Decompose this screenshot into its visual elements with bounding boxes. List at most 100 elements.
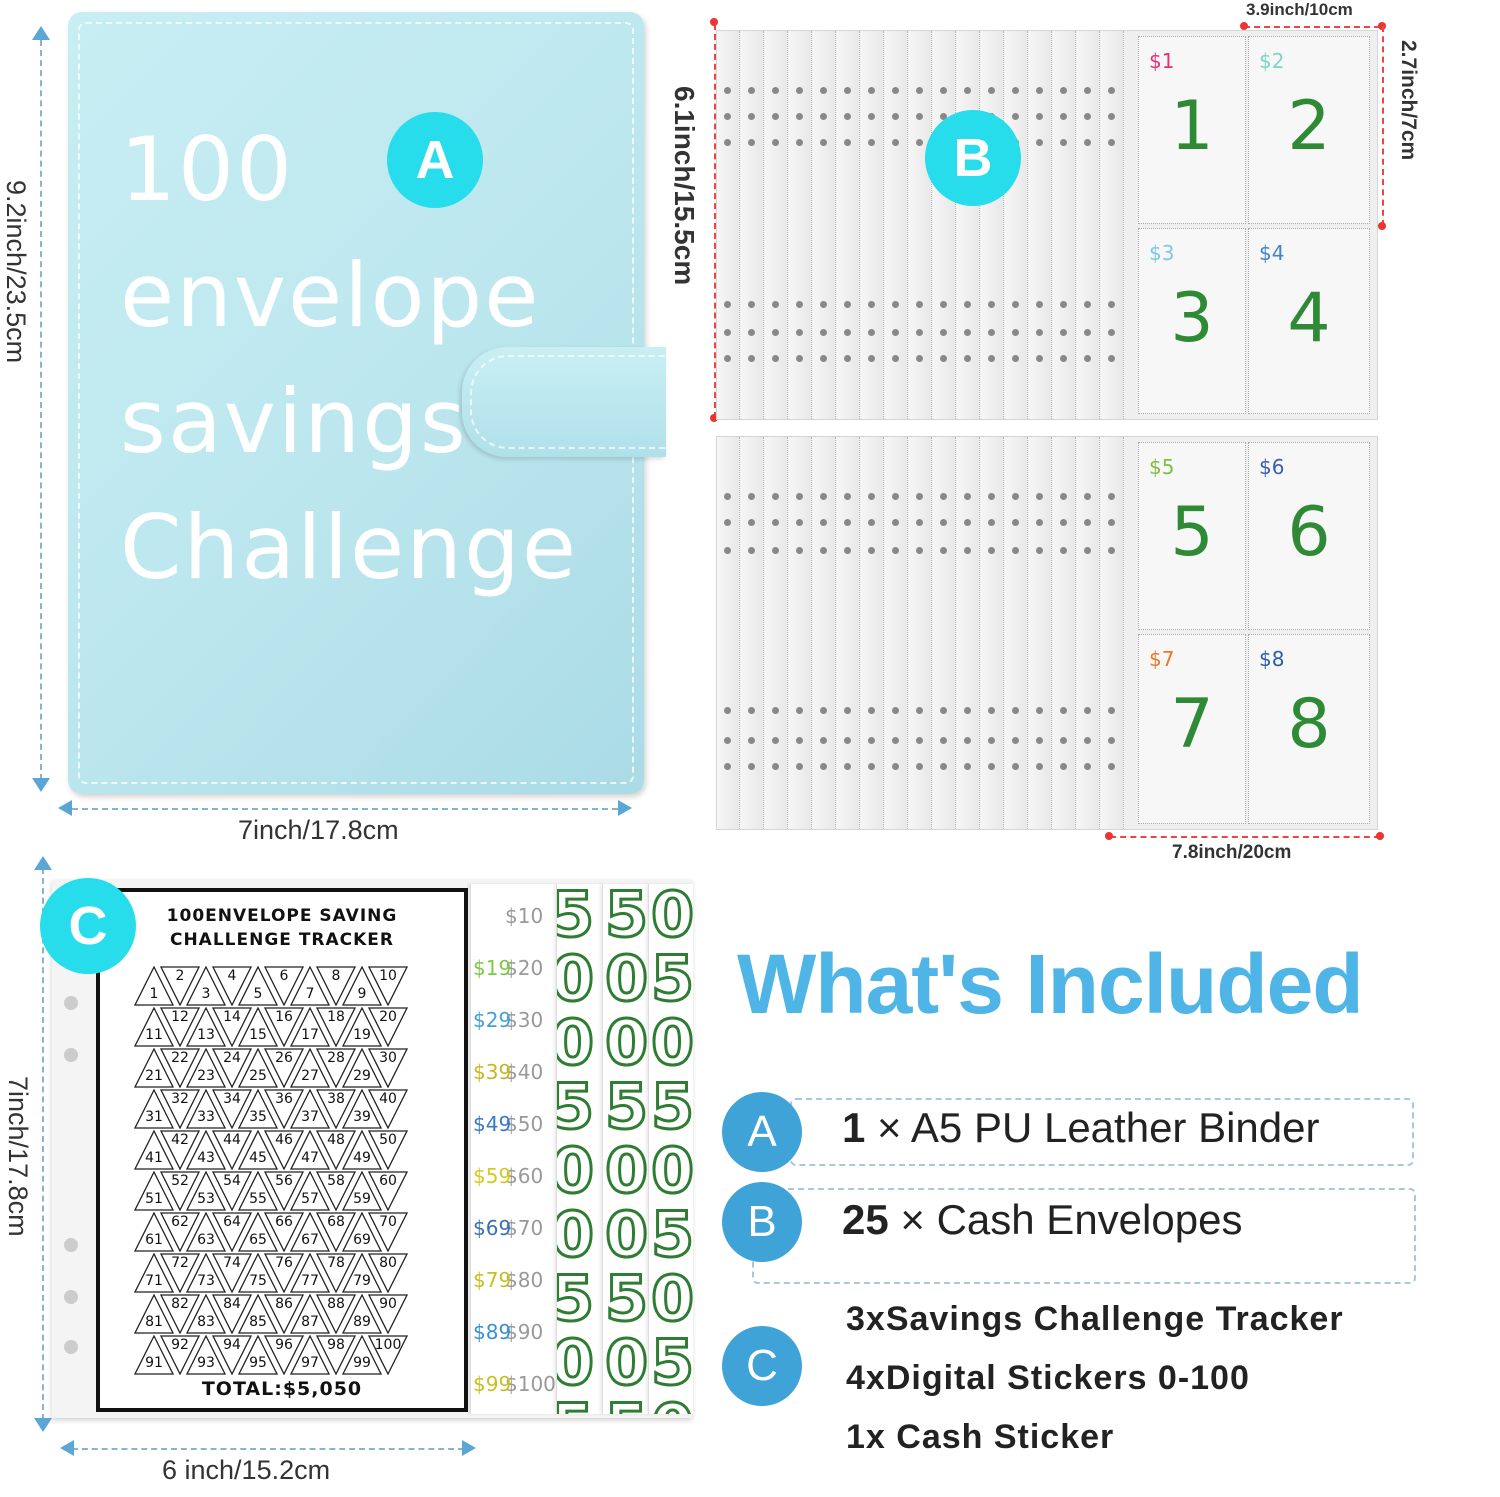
triangle-shape [290,966,330,1006]
punch-hole [940,737,947,744]
tracker-cell: 42 [160,1130,200,1170]
triangle-shape [264,1007,304,1047]
item-line: 1x Cash Sticker [846,1418,1115,1456]
dimension-end-dot [710,18,718,26]
punch-hole [724,707,731,714]
tracker-number: 97 [301,1355,319,1371]
punch-hole [772,763,779,770]
tracker-number: 86 [275,1296,293,1312]
triangle-shape [316,1130,356,1170]
item-count: 1 [842,1104,866,1151]
triangle-shape [290,1335,330,1375]
pocket-amount: $1 [1149,49,1175,73]
tracker-cell: 40 [368,1089,408,1129]
envelope-strip [981,437,1004,829]
punch-hole [916,139,923,146]
punch-hole [988,737,995,744]
punch-hole [820,707,827,714]
punch-hole [1060,519,1067,526]
tracker-cell: 31 [134,1089,174,1129]
tracker-number: 45 [249,1150,267,1166]
digit-sticker: 0 [603,1005,649,1081]
binder-width-dimension-line [72,808,618,810]
digit-sticker: 5 [603,1261,649,1337]
tracker-width-dimension-line [72,1448,464,1450]
punch-hole [820,301,827,308]
tracker-number: 31 [145,1109,163,1125]
punch-hole [868,355,875,362]
triangle-shape [160,1294,200,1334]
triangle-shape [290,1007,330,1047]
envelope-strip [933,31,956,419]
tracker-cell: 10 [368,966,408,1006]
tracker-cell: 18 [316,1007,356,1047]
tracker-cell: 74 [212,1253,252,1293]
binder-title-line: 100 [120,118,294,221]
tracker-number: 41 [145,1150,163,1166]
tracker-number: 39 [353,1109,371,1125]
tracker-cell: 16 [264,1007,304,1047]
tracker-cell: 3 [186,966,226,1006]
punch-hole [988,707,995,714]
envelope-strip [813,31,836,419]
tracker-number: 68 [327,1214,345,1230]
tracker-cell: 23 [186,1048,226,1088]
punch-hole [820,547,827,554]
tracker-cell: 27 [290,1048,330,1088]
tracker-cell: 79 [342,1253,382,1293]
pocket-height-dimension-line [1382,26,1384,226]
punch-hole [892,547,899,554]
punch-hole [988,87,995,94]
arrow-down-icon [32,778,50,792]
tracker-cell: 64 [212,1212,252,1252]
punch-hole [724,737,731,744]
tracker-number: 66 [275,1214,293,1230]
punch-hole [1036,87,1043,94]
tracker-cell: 15 [238,1007,278,1047]
envelope-pocket: $7 7 [1138,634,1246,824]
punch-hole [796,707,803,714]
tracker-cell: 97 [290,1335,330,1375]
tracker-cell: 14 [212,1007,252,1047]
punch-hole [1084,87,1091,94]
triangle-shape [186,1089,226,1129]
triangle-shape [160,1253,200,1293]
punch-hole [844,547,851,554]
punch-hole [868,139,875,146]
tracker-number: 18 [327,1009,345,1025]
cash-sticker-label: $60 [505,1164,544,1188]
tracker-number: 51 [145,1191,163,1207]
punch-hole [964,493,971,500]
item-count: 25 [842,1196,889,1243]
punch-hole [796,493,803,500]
punch-hole [1108,547,1115,554]
tracker-number: 12 [171,1009,189,1025]
tracker-number: 98 [327,1337,345,1353]
envelope-strip [765,31,788,419]
tracker-cell: 41 [134,1130,174,1170]
tracker-cell: 6 [264,966,304,1006]
punch-hole [964,707,971,714]
punch-hole [892,493,899,500]
pocket-amount: $7 [1149,647,1175,671]
punch-hole [724,355,731,362]
digit-sticker: 0 [603,941,649,1017]
tracker-cell: 12 [160,1007,200,1047]
pocket-number: 8 [1287,685,1331,764]
digit-sticker: 0 [557,1133,596,1209]
triangle-shape [212,1130,252,1170]
tracker-cell: 59 [342,1171,382,1211]
punch-hole [772,329,779,336]
triangle-shape [212,1048,252,1088]
punch-hole [844,139,851,146]
tracker-number: 52 [171,1173,189,1189]
binder-height-label: 9.2inch/23.5cm [1,180,31,364]
pocket-amount: $5 [1149,455,1175,479]
punch-hole [1012,355,1019,362]
punch-hole [1036,301,1043,308]
tracker-number: 61 [145,1232,163,1248]
punch-hole [820,87,827,94]
